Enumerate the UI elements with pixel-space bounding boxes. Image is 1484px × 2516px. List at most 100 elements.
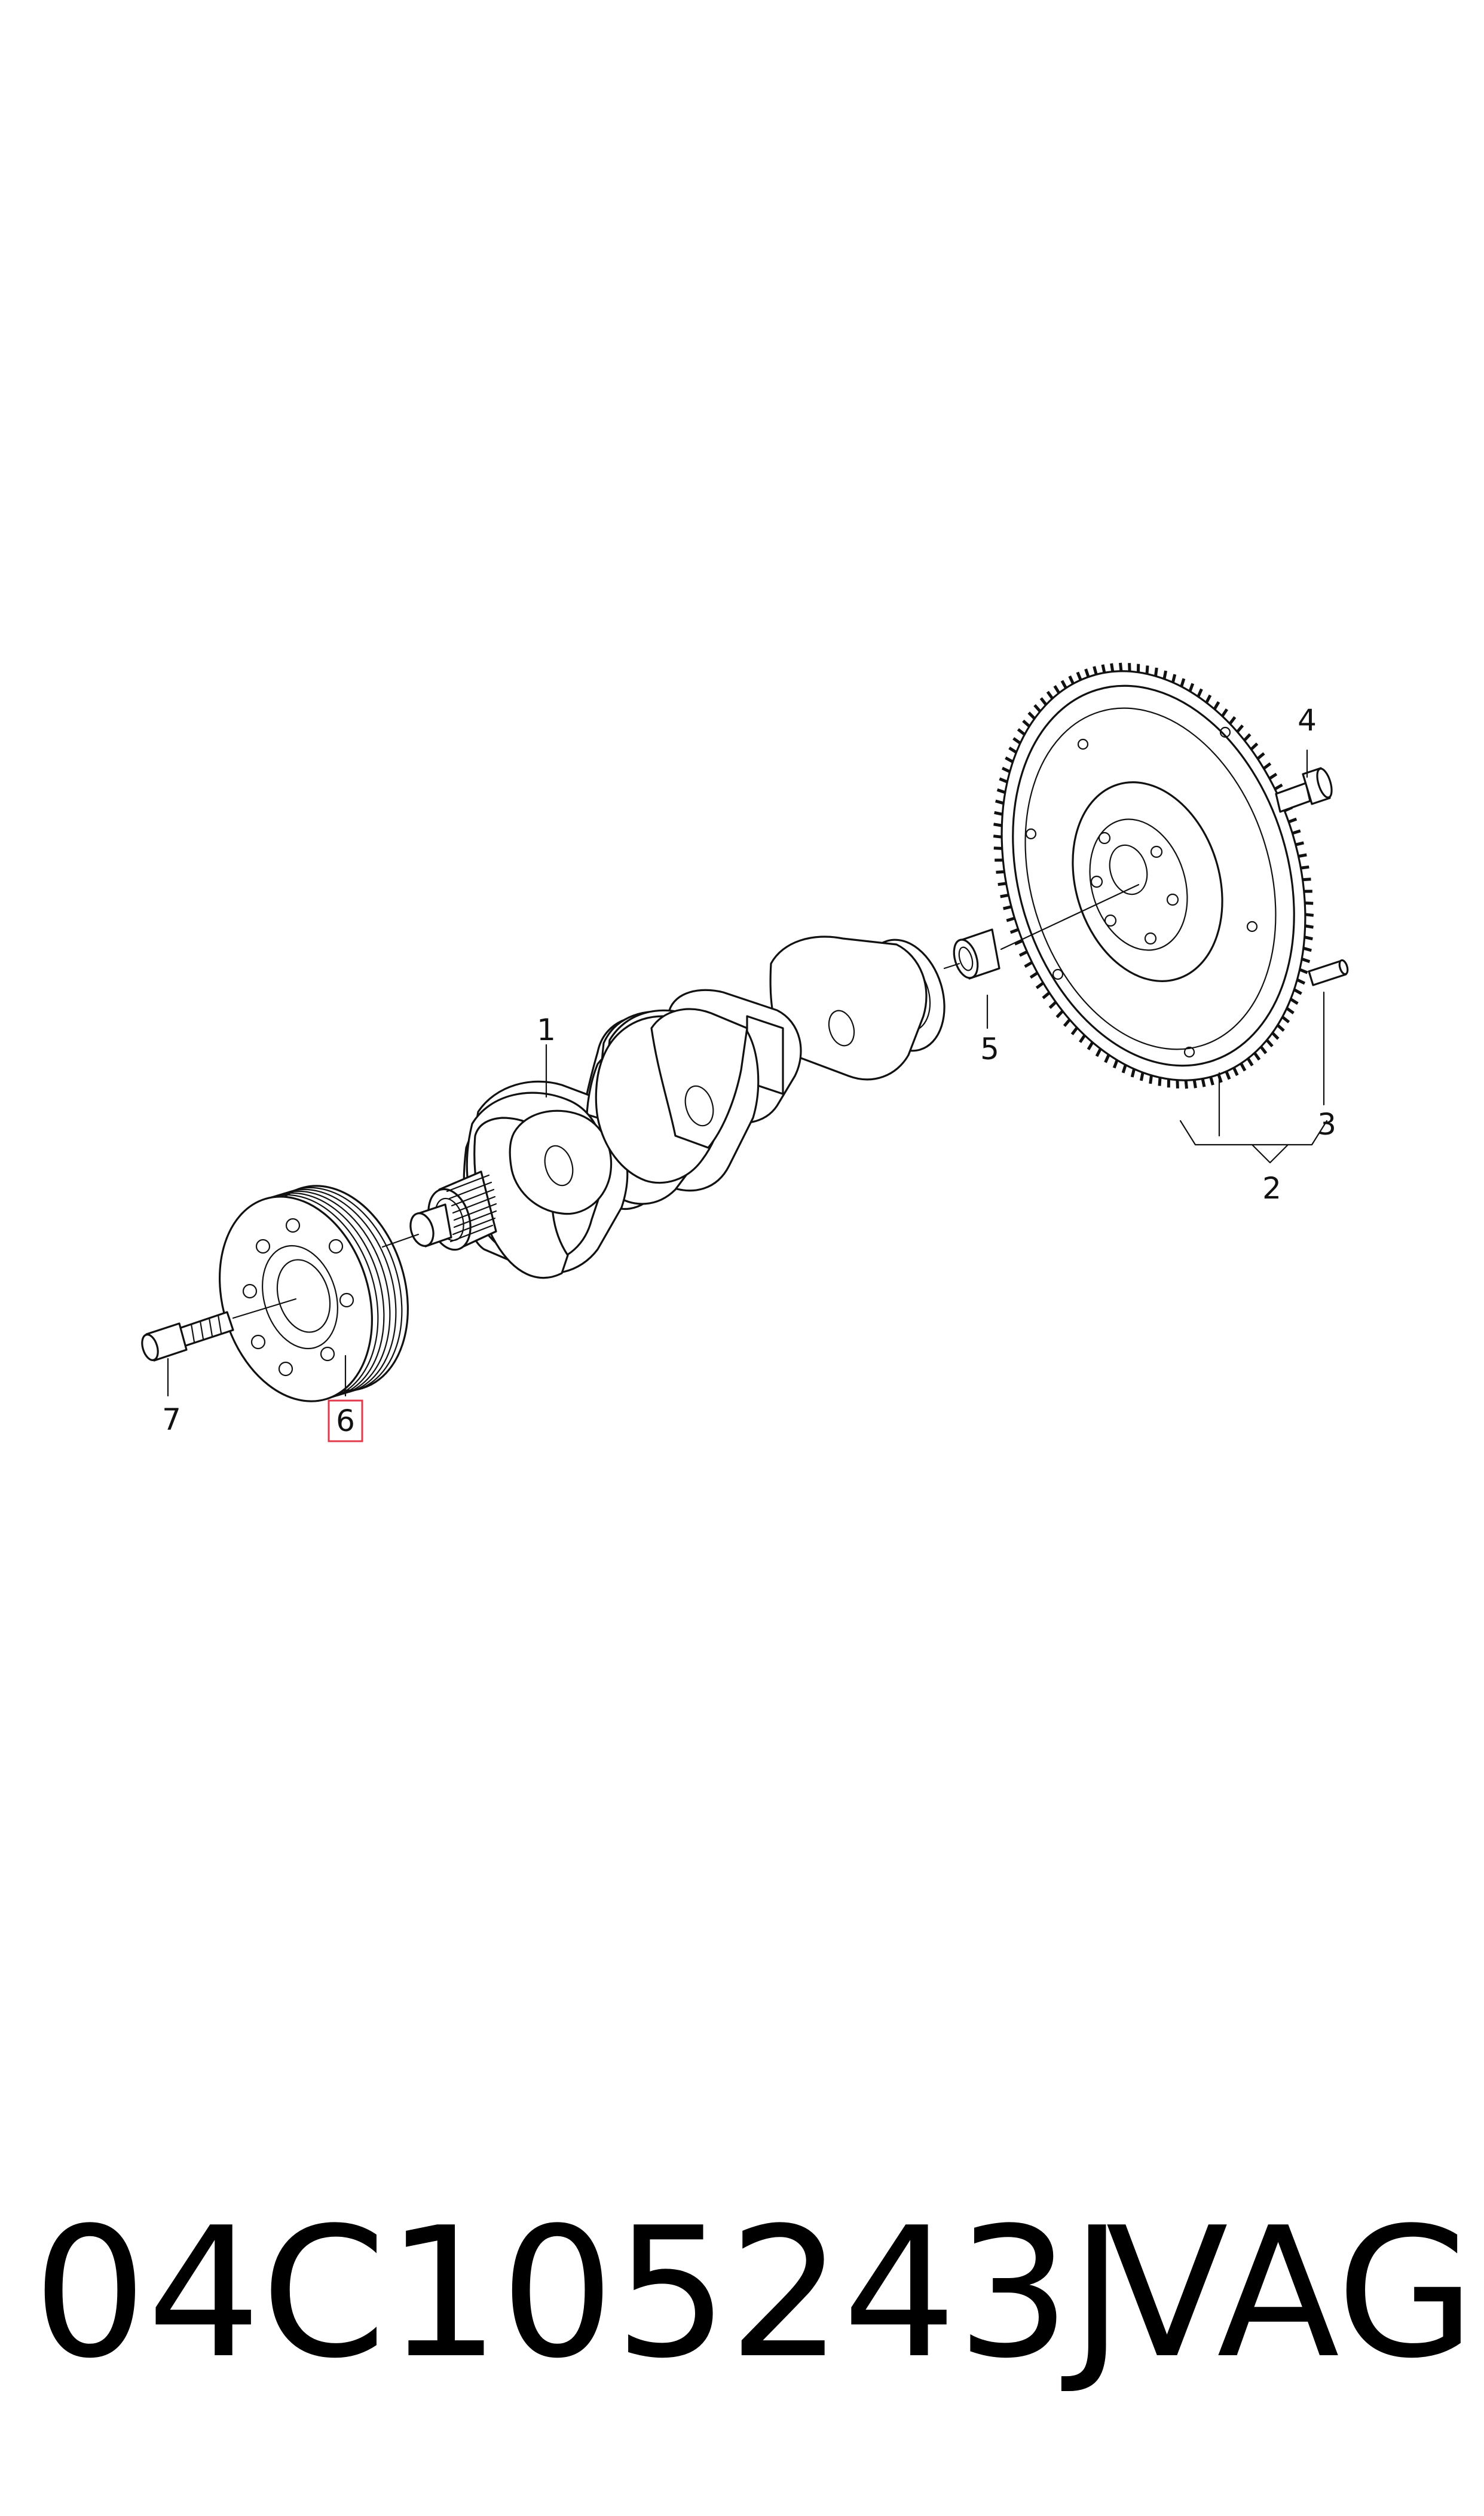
gear-tooth <box>1027 711 1036 720</box>
gear-tooth <box>1276 1024 1285 1032</box>
gear-tooth <box>1024 961 1033 968</box>
gear-tooth <box>1053 685 1061 694</box>
gear-tooth <box>1079 1034 1086 1043</box>
gear-tooth <box>1101 664 1106 673</box>
callout-6-highlight-box <box>328 1399 363 1442</box>
gear-tooth <box>1060 680 1067 689</box>
gear-tooth <box>993 823 1002 827</box>
gear-tooth <box>1263 762 1272 770</box>
gear-tooth <box>1205 694 1212 704</box>
gear-tooth <box>1286 1007 1295 1014</box>
flywheel-ring-gear-teeth <box>993 662 1314 1089</box>
gear-tooth <box>1293 988 1302 995</box>
crankshaft-pulley[interactable] <box>195 1167 432 1420</box>
gear-tooth <box>1145 665 1149 674</box>
callout-1[interactable]: 1 <box>537 1013 556 1047</box>
gear-tooth <box>1048 1001 1057 1009</box>
gear-tooth <box>1121 1064 1127 1074</box>
gear-tooth <box>1012 737 1021 745</box>
gear-tooth <box>1299 968 1308 974</box>
gear-tooth <box>1295 841 1304 846</box>
gear-tooth <box>1271 1032 1280 1040</box>
gear-tooth <box>1303 946 1312 952</box>
gear-tooth <box>1281 1016 1290 1023</box>
gear-tooth <box>1084 668 1090 678</box>
gear-tooth <box>1005 756 1014 763</box>
gear-tooth <box>1001 766 1011 774</box>
gear-tooth <box>993 834 1002 839</box>
gear-tooth <box>1268 772 1278 780</box>
gear-tooth <box>1039 697 1048 706</box>
gear-tooth <box>1035 982 1044 989</box>
gear-tooth <box>1305 901 1314 905</box>
dowel-pin[interactable] <box>1308 959 1349 986</box>
callout-6[interactable]: 6 <box>336 1404 355 1438</box>
gear-tooth <box>1301 865 1309 870</box>
gear-tooth <box>1304 936 1313 941</box>
gear-tooth <box>1018 950 1028 957</box>
gear-tooth <box>1305 913 1314 917</box>
gear-tooth <box>1158 1077 1162 1086</box>
gear-tooth <box>1228 716 1237 725</box>
gear-tooth <box>1008 746 1017 754</box>
gear-tooth <box>1070 1026 1079 1035</box>
gear-tooth <box>995 799 1004 805</box>
gear-tooth <box>1274 783 1283 791</box>
gear-tooth <box>1188 683 1195 692</box>
gear-tooth <box>1225 1071 1231 1080</box>
gear-tooth <box>1192 1080 1197 1089</box>
gear-tooth <box>1221 708 1228 717</box>
gear-tooth <box>1154 667 1158 677</box>
gear-tooth <box>1236 724 1244 733</box>
gear-tooth <box>1063 1019 1071 1028</box>
flywheel-bolt[interactable] <box>1275 767 1335 813</box>
gear-tooth <box>1046 690 1054 700</box>
gear-tooth <box>1246 1057 1254 1066</box>
gear-tooth <box>1112 1059 1119 1069</box>
part-number: 04C105243J <box>33 2189 1124 2398</box>
callout-2[interactable]: 2 <box>1262 1171 1281 1206</box>
gear-tooth <box>1029 971 1039 979</box>
gear-tooth <box>998 882 1006 886</box>
gear-tooth <box>1265 1039 1274 1048</box>
gear-tooth <box>1288 817 1298 824</box>
gear-tooth <box>1213 701 1220 710</box>
callout-3[interactable]: 3 <box>1317 1107 1336 1142</box>
pulley-bolt[interactable] <box>139 1311 234 1362</box>
crankshaft[interactable] <box>407 930 957 1279</box>
gear-tooth <box>1055 1010 1064 1019</box>
flywheel[interactable] <box>953 633 1353 1118</box>
gear-tooth <box>1009 928 1019 934</box>
gear-tooth <box>1180 678 1186 687</box>
gear-tooth <box>1162 670 1168 680</box>
gear-tooth <box>993 846 1002 850</box>
gear-tooth <box>1253 1051 1261 1061</box>
gear-tooth <box>1093 666 1098 675</box>
brand-name: VAG <box>1106 2189 1475 2398</box>
gear-tooth <box>1301 957 1311 964</box>
gear-tooth <box>1033 704 1042 713</box>
gear-tooth <box>1240 1062 1247 1072</box>
needle-bearing[interactable] <box>950 928 1000 981</box>
gear-tooth <box>1305 924 1314 929</box>
gear-tooth <box>1250 742 1259 751</box>
gear-tooth <box>1110 663 1115 672</box>
gear-tooth <box>1296 978 1306 985</box>
gear-tooth <box>1042 991 1051 999</box>
gear-tooth <box>1259 1045 1268 1054</box>
callout-7[interactable]: 7 <box>162 1402 181 1437</box>
gear-tooth <box>1087 1041 1094 1050</box>
gear-tooth <box>1076 671 1082 681</box>
gear-tooth <box>1149 1075 1153 1084</box>
gear-tooth <box>1171 674 1177 683</box>
gear-tooth <box>1014 939 1023 946</box>
gear-tooth <box>1003 905 1012 910</box>
gear-tooth <box>1130 1068 1136 1078</box>
callout-5[interactable]: 5 <box>980 1032 999 1066</box>
gear-tooth <box>1017 728 1026 736</box>
callout-4[interactable]: 4 <box>1298 703 1317 738</box>
gear-tooth <box>1068 675 1075 684</box>
assembly-axis-lines <box>232 883 1140 1319</box>
gear-tooth <box>1302 878 1311 882</box>
callout-leaders <box>167 749 1328 1397</box>
